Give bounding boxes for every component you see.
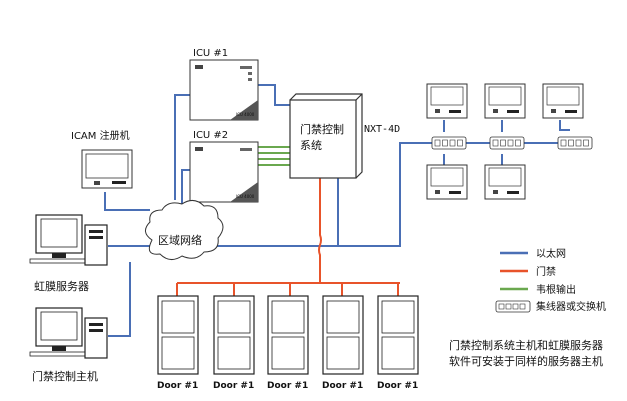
switch-3 — [557, 136, 593, 150]
nxt-unit-4 — [426, 164, 468, 200]
icu1-wiegand-link — [258, 84, 290, 106]
door-2: Door #1 — [213, 295, 255, 391]
nxt-units-group — [426, 83, 584, 200]
nxt-unit-2 — [484, 83, 526, 119]
access-controller-box: 门禁控制 系统 — [289, 93, 363, 179]
icu2-label: ICU #2 — [193, 130, 228, 141]
icam-label: ICAM 注册机 — [71, 129, 130, 142]
controller-label-line2: 系统 — [300, 139, 322, 152]
controller-label-line1: 门禁控制 — [300, 122, 344, 136]
legend: 以太网 门禁 韦根输出 集线器或交换机 — [495, 247, 606, 313]
ethernet-links — [104, 94, 570, 337]
door-label: Door #1 — [213, 381, 254, 391]
door-1: Door #1 — [157, 295, 199, 391]
wiegand-links — [258, 146, 290, 166]
nxt-label: NXT-4D — [364, 124, 400, 135]
iris-server-label: 虹膜服务器 — [34, 280, 89, 293]
cloud-label: 区域网络 — [158, 233, 202, 247]
icu2-brand: ICU 4000 — [236, 194, 255, 199]
legend-wiegand-label: 韦根输出 — [536, 283, 576, 296]
icu1-brand: ICU 4000 — [236, 112, 255, 117]
door-3: Door #1 — [267, 295, 309, 391]
note-line2: 软件可安装于同样的服务器主机 — [449, 354, 603, 368]
access-links — [176, 178, 400, 296]
legend-switch-label: 集线器或交换机 — [536, 300, 606, 313]
icu1-label: ICU #1 — [193, 48, 228, 59]
access-host-label: 门禁控制主机 — [32, 369, 98, 383]
door-4: Door #1 — [322, 295, 364, 391]
nxt-unit-1 — [426, 83, 468, 119]
note-line1: 门禁控制系统主机和虹膜服务器 — [449, 338, 603, 352]
door-label: Door #1 — [377, 381, 418, 391]
nxt-unit-5 — [484, 164, 526, 200]
door-label: Door #1 — [157, 381, 198, 391]
door-5: Door #1 — [377, 295, 419, 391]
access-host-pc — [29, 307, 108, 359]
door-label: Door #1 — [322, 381, 363, 391]
switch-2 — [489, 136, 525, 150]
switch-1 — [431, 136, 467, 150]
legend-ethernet-label: 以太网 — [536, 247, 566, 260]
icu2-unit: ICU 4000 — [189, 141, 259, 203]
local-network-cloud: 区域网络 — [145, 200, 224, 260]
icam-device — [81, 149, 133, 189]
door-label: Door #1 — [267, 381, 308, 391]
switches-group — [431, 136, 593, 150]
icu1-unit: ICU 4000 — [189, 59, 259, 121]
iris-server-pc — [29, 214, 108, 266]
legend-switch-icon — [495, 300, 531, 313]
doors-group: Door #1 Door #1 Door #1 Door #1 Door #1 — [157, 295, 419, 391]
legend-access-label: 门禁 — [536, 265, 556, 278]
nxt-unit-3 — [542, 83, 584, 119]
